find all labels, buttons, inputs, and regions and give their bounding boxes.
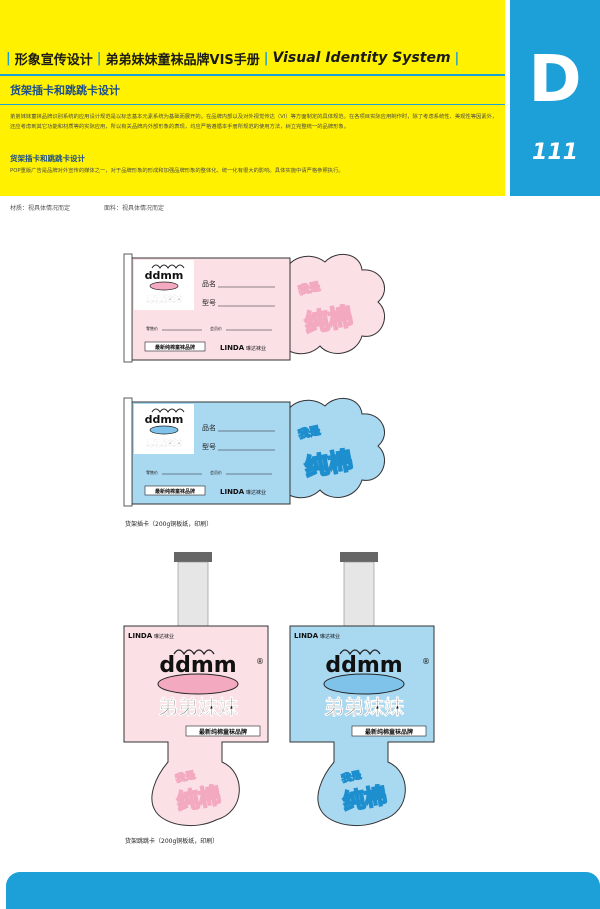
intro-paragraph: 弟弟妹妹童袜品牌识别系统的应用设计规范是以标志基本元素系统为基础而展开的。在品牌… bbox=[10, 114, 498, 130]
maker-cn: 琳达袜业 bbox=[320, 633, 340, 640]
brand-cn: 弟弟妹妹 bbox=[146, 293, 183, 305]
sub-title: 货架插卡和跳跳卡设计 bbox=[10, 154, 85, 163]
shelf-card-pink: ddmm 弟弟妹妹 品名 型号 零售价 会员价 最新纯棉童袜品牌 LINDA 琳… bbox=[123, 253, 386, 363]
header-divider bbox=[0, 104, 505, 105]
slogan-box bbox=[185, 725, 261, 737]
brand-logo: ddmm bbox=[145, 413, 184, 426]
slogan-box bbox=[144, 485, 206, 496]
maker-logo: LINDA bbox=[128, 632, 153, 640]
smile-icon bbox=[323, 673, 405, 695]
maker-logo: LINDA bbox=[294, 632, 319, 640]
fabric-note: 面料：视具体情况而定 bbox=[104, 205, 165, 212]
jump-card-pink: LINDA 琳达袜业 ddmm ® 弟弟妹妹 最新纯棉童袜品牌 我是 纯棉 bbox=[123, 552, 269, 826]
footer-band bbox=[6, 872, 600, 909]
retail-label: 零售价 bbox=[146, 469, 158, 475]
hair-icon bbox=[151, 408, 185, 413]
maker-logo: LINDA bbox=[220, 488, 245, 496]
clip-strip bbox=[343, 561, 375, 629]
clip-strip bbox=[177, 561, 209, 629]
name-label: 品名 bbox=[202, 279, 216, 288]
section-letter: D bbox=[528, 43, 582, 117]
slogan: 最新纯棉童袜品牌 bbox=[199, 728, 247, 736]
bubble-text-2: 纯棉 bbox=[303, 446, 355, 482]
smile-icon bbox=[149, 425, 179, 435]
hair-icon bbox=[173, 649, 215, 656]
hair-icon bbox=[151, 264, 185, 269]
maker-logo: LINDA bbox=[220, 344, 245, 352]
registered-mark: ® bbox=[256, 657, 264, 666]
brand-cn: 弟弟妹妹 bbox=[146, 437, 183, 449]
retail-label: 零售价 bbox=[146, 325, 158, 331]
model-label: 型号 bbox=[202, 442, 216, 451]
slogan-box bbox=[144, 341, 206, 352]
jump-card-blue: LINDA 琳达袜业 ddmm ® 弟弟妹妹 最新纯棉童袜品牌 我是 纯棉 bbox=[289, 552, 435, 826]
bubble-text-1: 我是 bbox=[297, 423, 322, 441]
brand-cn: 弟弟妹妹 bbox=[158, 695, 239, 719]
page-title: | 形象宣传设计 | 弟弟妹妹童袜品牌VIS手册 | Visual Identi… bbox=[6, 50, 460, 68]
hair-icon bbox=[339, 649, 381, 656]
registered-mark: ® bbox=[422, 657, 430, 666]
slogan: 最新纯棉童袜品牌 bbox=[365, 728, 413, 736]
clip-top bbox=[340, 552, 378, 562]
slogan: 最新纯棉童袜品牌 bbox=[155, 344, 195, 351]
model-label: 型号 bbox=[202, 298, 216, 307]
header-divider bbox=[0, 74, 505, 76]
bubble-text-1: 我是 bbox=[297, 279, 322, 297]
header-band bbox=[0, 0, 505, 196]
maker-cn: 琳达袜业 bbox=[246, 489, 266, 496]
smile-icon bbox=[157, 673, 239, 695]
title-en: Visual Identity System bbox=[272, 50, 451, 66]
slogan: 最新纯棉童袜品牌 bbox=[155, 488, 195, 495]
card-fold bbox=[123, 253, 133, 363]
clip-top bbox=[174, 552, 212, 562]
name-label: 品名 bbox=[202, 423, 216, 432]
page-number: 111 bbox=[532, 140, 578, 165]
title-cn-2: 弟弟妹妹童袜品牌VIS手册 bbox=[105, 52, 260, 68]
maker-cn: 琳达袜业 bbox=[154, 633, 174, 640]
maker-cn: 琳达袜业 bbox=[246, 345, 266, 352]
shelf-card-blue: ddmm 弟弟妹妹 品名 型号 零售价 会员价 最新纯棉童袜品牌 LINDA 琳… bbox=[123, 397, 386, 507]
brand-cn: 弟弟妹妹 bbox=[324, 695, 405, 719]
material-note: 材质：视具体情况而定 bbox=[10, 205, 71, 212]
section-title: 货架插卡和跳跳卡设计 bbox=[10, 84, 120, 97]
card-fold bbox=[123, 397, 133, 507]
shelf-card-caption: 货架插卡（200g铜板纸，印刷） bbox=[125, 521, 213, 528]
slogan-box bbox=[351, 725, 427, 737]
page-tab bbox=[510, 0, 600, 196]
member-label: 会员价 bbox=[210, 325, 222, 331]
brand-logo: ddmm bbox=[145, 269, 184, 282]
title-cn-1: 形象宣传设计 bbox=[14, 52, 93, 68]
smile-icon bbox=[149, 281, 179, 291]
sub-paragraph: POP重版广告是品牌对外宣传的媒体之一，对于品牌形象的形成和加强品牌形象的整体化… bbox=[10, 168, 344, 174]
jump-card-caption: 货架跳跳卡（200g铜板纸，印刷） bbox=[125, 838, 219, 845]
member-label: 会员价 bbox=[210, 469, 222, 475]
